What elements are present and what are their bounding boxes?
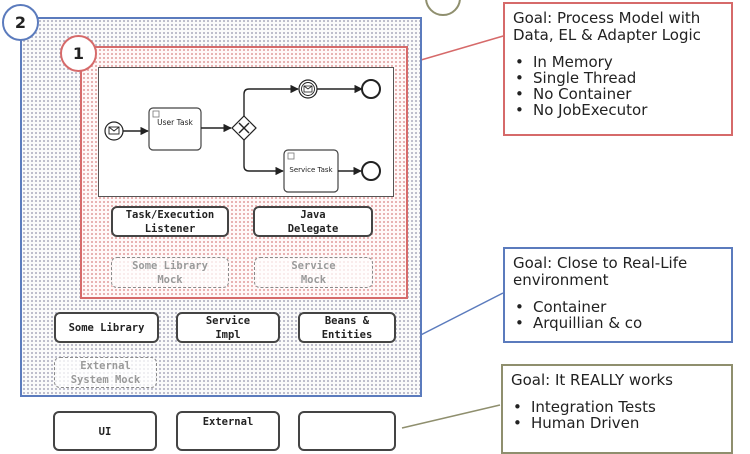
some-library-mock-box: Some Library Mock (111, 257, 229, 288)
goal-box-container: Goal: Close to Real-Life environment Con… (503, 247, 733, 343)
external-system-mock-box: External System Mock (54, 357, 157, 388)
goal3-list: Integration Tests Human Driven (511, 399, 723, 431)
goal3-heading: Goal: It REALLY works (511, 371, 673, 389)
beans-entities-box: Beans & Entities (298, 312, 396, 343)
badge-1-label: 1 (72, 44, 85, 63)
goal1-item: No JobExecutor (515, 102, 723, 118)
goal2-item: Container (515, 299, 723, 315)
goal1-item: Single Thread (515, 70, 723, 86)
goal3-item: Integration Tests (513, 399, 723, 415)
ui-box: UI (53, 411, 157, 451)
goal1-list: In Memory Single Thread No Container No … (513, 54, 723, 118)
goal2-heading: Goal: Close to Real-Life environment (513, 254, 688, 289)
badge-1: 1 (60, 35, 97, 72)
user-task-box (148, 107, 202, 151)
goal-box-unit: Goal: Process Model with Data, EL & Adap… (503, 2, 733, 136)
end-event-upper (361, 79, 381, 99)
exclusive-gateway (231, 115, 257, 141)
task-execution-listener-box: Task/Execution Listener (111, 206, 229, 237)
flow-gateway-to-message-event (243, 84, 299, 116)
service-task-label: Service Task (289, 166, 333, 174)
intermediate-message-event (298, 79, 318, 99)
goal2-list: Container Arquillian & co (513, 299, 723, 331)
third-bottom-box (298, 411, 396, 451)
badge-2: 2 (2, 4, 39, 41)
service-impl-box: Service Impl (176, 312, 280, 343)
flow-gateway-to-servicetask (243, 140, 284, 176)
bpmn-canvas (104, 79, 381, 193)
message-start-event (104, 121, 124, 141)
bpmn-process-diagram: User Task Service Task (98, 67, 394, 197)
badge-2-label: 2 (14, 13, 27, 32)
goal-box-integration: Goal: It REALLY works Integration Tests … (501, 364, 733, 454)
java-delegate-box: Java Delegate (253, 206, 373, 237)
external-box: External (176, 411, 280, 451)
goal1-heading: Goal: Process Model with Data, EL & Adap… (513, 9, 701, 44)
goal3-item: Human Driven (513, 415, 723, 431)
service-mock-box: Service Mock (254, 257, 373, 288)
goal1-item: In Memory (515, 54, 723, 70)
end-event-lower (361, 161, 381, 181)
goal2-item: Arquillian & co (515, 315, 723, 331)
goal3-connector (401, 404, 501, 429)
some-library-box: Some Library (54, 312, 159, 343)
goal1-item: No Container (515, 86, 723, 102)
user-task-label: User Task (157, 118, 193, 127)
